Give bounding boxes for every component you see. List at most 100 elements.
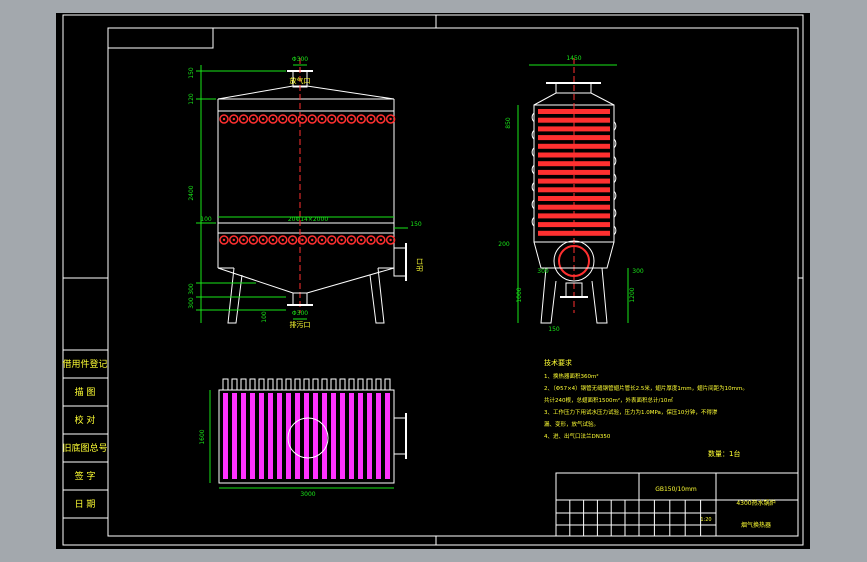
tube-end-dot — [232, 238, 235, 242]
drawing-sheet: 借用件登记 描 图 校 对 旧底图总号 签 字 日 期 — [56, 13, 810, 549]
tube-end — [238, 235, 249, 245]
tube-end — [248, 114, 259, 124]
note-line-3: 3、工作压力下用试水压力试验，压力为1.0MPa，保压10分钟，不得渗 — [544, 408, 718, 416]
dim-300b: 300 — [188, 297, 195, 309]
inner-border — [107, 27, 799, 537]
tube-end-dot — [311, 238, 314, 242]
tube-end-dot — [340, 238, 343, 242]
plan-tube-stub — [384, 378, 391, 391]
tube-end-dot — [389, 238, 392, 242]
plan-tube-stub — [348, 378, 355, 391]
plan-tube-stub — [231, 378, 238, 391]
tube-end — [238, 114, 249, 124]
tube-end-dot — [281, 238, 284, 242]
plan-tube — [367, 393, 372, 479]
tube-end-dot — [262, 238, 265, 242]
dim-300: 300 — [188, 283, 195, 295]
side-u-bends — [531, 112, 617, 236]
plan-tube — [322, 393, 327, 479]
dim-top-width: Φ300 — [292, 56, 308, 63]
left-table-cell-3: 旧底图总号 — [62, 442, 107, 454]
plan-tube — [358, 393, 363, 479]
plan-tube-stub — [240, 378, 247, 391]
tube-end — [307, 235, 317, 245]
tube-end — [287, 235, 298, 245]
tube-end-dot — [301, 238, 304, 242]
plan-tube-stub — [339, 378, 346, 391]
plan-view: 3000 1600 — [199, 378, 407, 498]
u-bend-left — [531, 164, 535, 175]
tube-end — [317, 114, 327, 124]
plan-tube-stub — [267, 378, 274, 391]
fin-bar — [538, 178, 610, 184]
side-view: 1450 850 200 300 300 1000 1200 150 — [498, 55, 644, 333]
plan-tube — [349, 393, 354, 479]
plan-tube-stub — [357, 378, 364, 391]
tube-end — [366, 114, 376, 124]
plan-tube-stub — [258, 378, 265, 391]
note-line-0: 1、换热器面积360m² — [544, 372, 599, 380]
side-dim-1200: 1200 — [629, 287, 636, 302]
front-view: Φ300 放气口 150 120 2400 100 150 20Φ14×2000… — [188, 56, 424, 329]
plan-tube-stub — [330, 378, 337, 391]
tube-end — [307, 114, 317, 124]
plan-tube — [385, 393, 390, 479]
u-bend-left — [531, 182, 535, 192]
tube-end — [248, 235, 259, 245]
tube-end-dot — [262, 117, 265, 121]
tube-end — [229, 235, 239, 245]
tube-end — [287, 114, 298, 124]
plan-tube-stub — [222, 378, 229, 391]
left-side-table: 借用件登记 描 图 校 对 旧底图总号 签 字 日 期 — [62, 349, 109, 519]
tube-end-dot — [222, 238, 226, 242]
plan-tube-stub — [303, 378, 310, 391]
plan-tube — [277, 393, 282, 479]
side-dim-200: 200 — [498, 241, 510, 248]
u-bend-left — [531, 217, 535, 227]
u-bend-right — [613, 208, 617, 218]
fin-bar — [538, 169, 610, 175]
tube-end-dot — [320, 238, 324, 242]
fin-bar — [538, 152, 610, 158]
plan-tube — [223, 393, 228, 479]
tube-end-dot — [320, 117, 324, 121]
u-bend-right — [613, 225, 617, 236]
plan-tube-stub — [366, 378, 373, 391]
tube-end-dot — [271, 117, 275, 121]
tube-end-dot — [252, 117, 255, 121]
tube-end — [356, 114, 366, 124]
tube-end — [376, 235, 386, 245]
quantity: 数量：1台 — [708, 449, 740, 458]
dim-120: 120 — [188, 93, 195, 105]
left-table-cell-1: 描 图 — [75, 386, 96, 398]
plan-height-dim: 1600 — [199, 429, 206, 444]
title-company: 4300热水锅炉 — [736, 499, 775, 507]
plan-tube-stub — [249, 378, 256, 391]
tube-end — [297, 235, 308, 245]
tube-end-dot — [242, 238, 245, 242]
plan-width-dim: 3000 — [300, 491, 315, 498]
fin-bar — [538, 109, 610, 114]
tube-end — [356, 235, 366, 245]
tube-end-dot — [291, 117, 294, 121]
tube-end-dot — [389, 117, 392, 121]
u-bend-left — [531, 147, 535, 157]
bottom-tube-row — [219, 235, 396, 245]
tube-end — [366, 235, 376, 245]
tube-spec: 20Φ14×2000 — [288, 216, 328, 223]
tube-end-dot — [340, 117, 343, 121]
dim-2400: 2400 — [188, 185, 195, 200]
tube-end-dot — [350, 117, 353, 121]
tube-end-dot — [330, 117, 333, 121]
tube-end — [327, 114, 337, 124]
plan-tube — [241, 393, 246, 479]
plan-tube-stub — [321, 378, 328, 391]
tube-end-dot — [330, 238, 333, 242]
tube-end-dot — [291, 238, 294, 242]
title-std: GB150/10mm — [655, 486, 697, 493]
tube-end — [346, 235, 357, 245]
tube-end — [336, 235, 347, 245]
tube-end-dot — [232, 117, 235, 121]
tube-end — [385, 235, 396, 245]
plan-tube-stub — [294, 378, 301, 391]
